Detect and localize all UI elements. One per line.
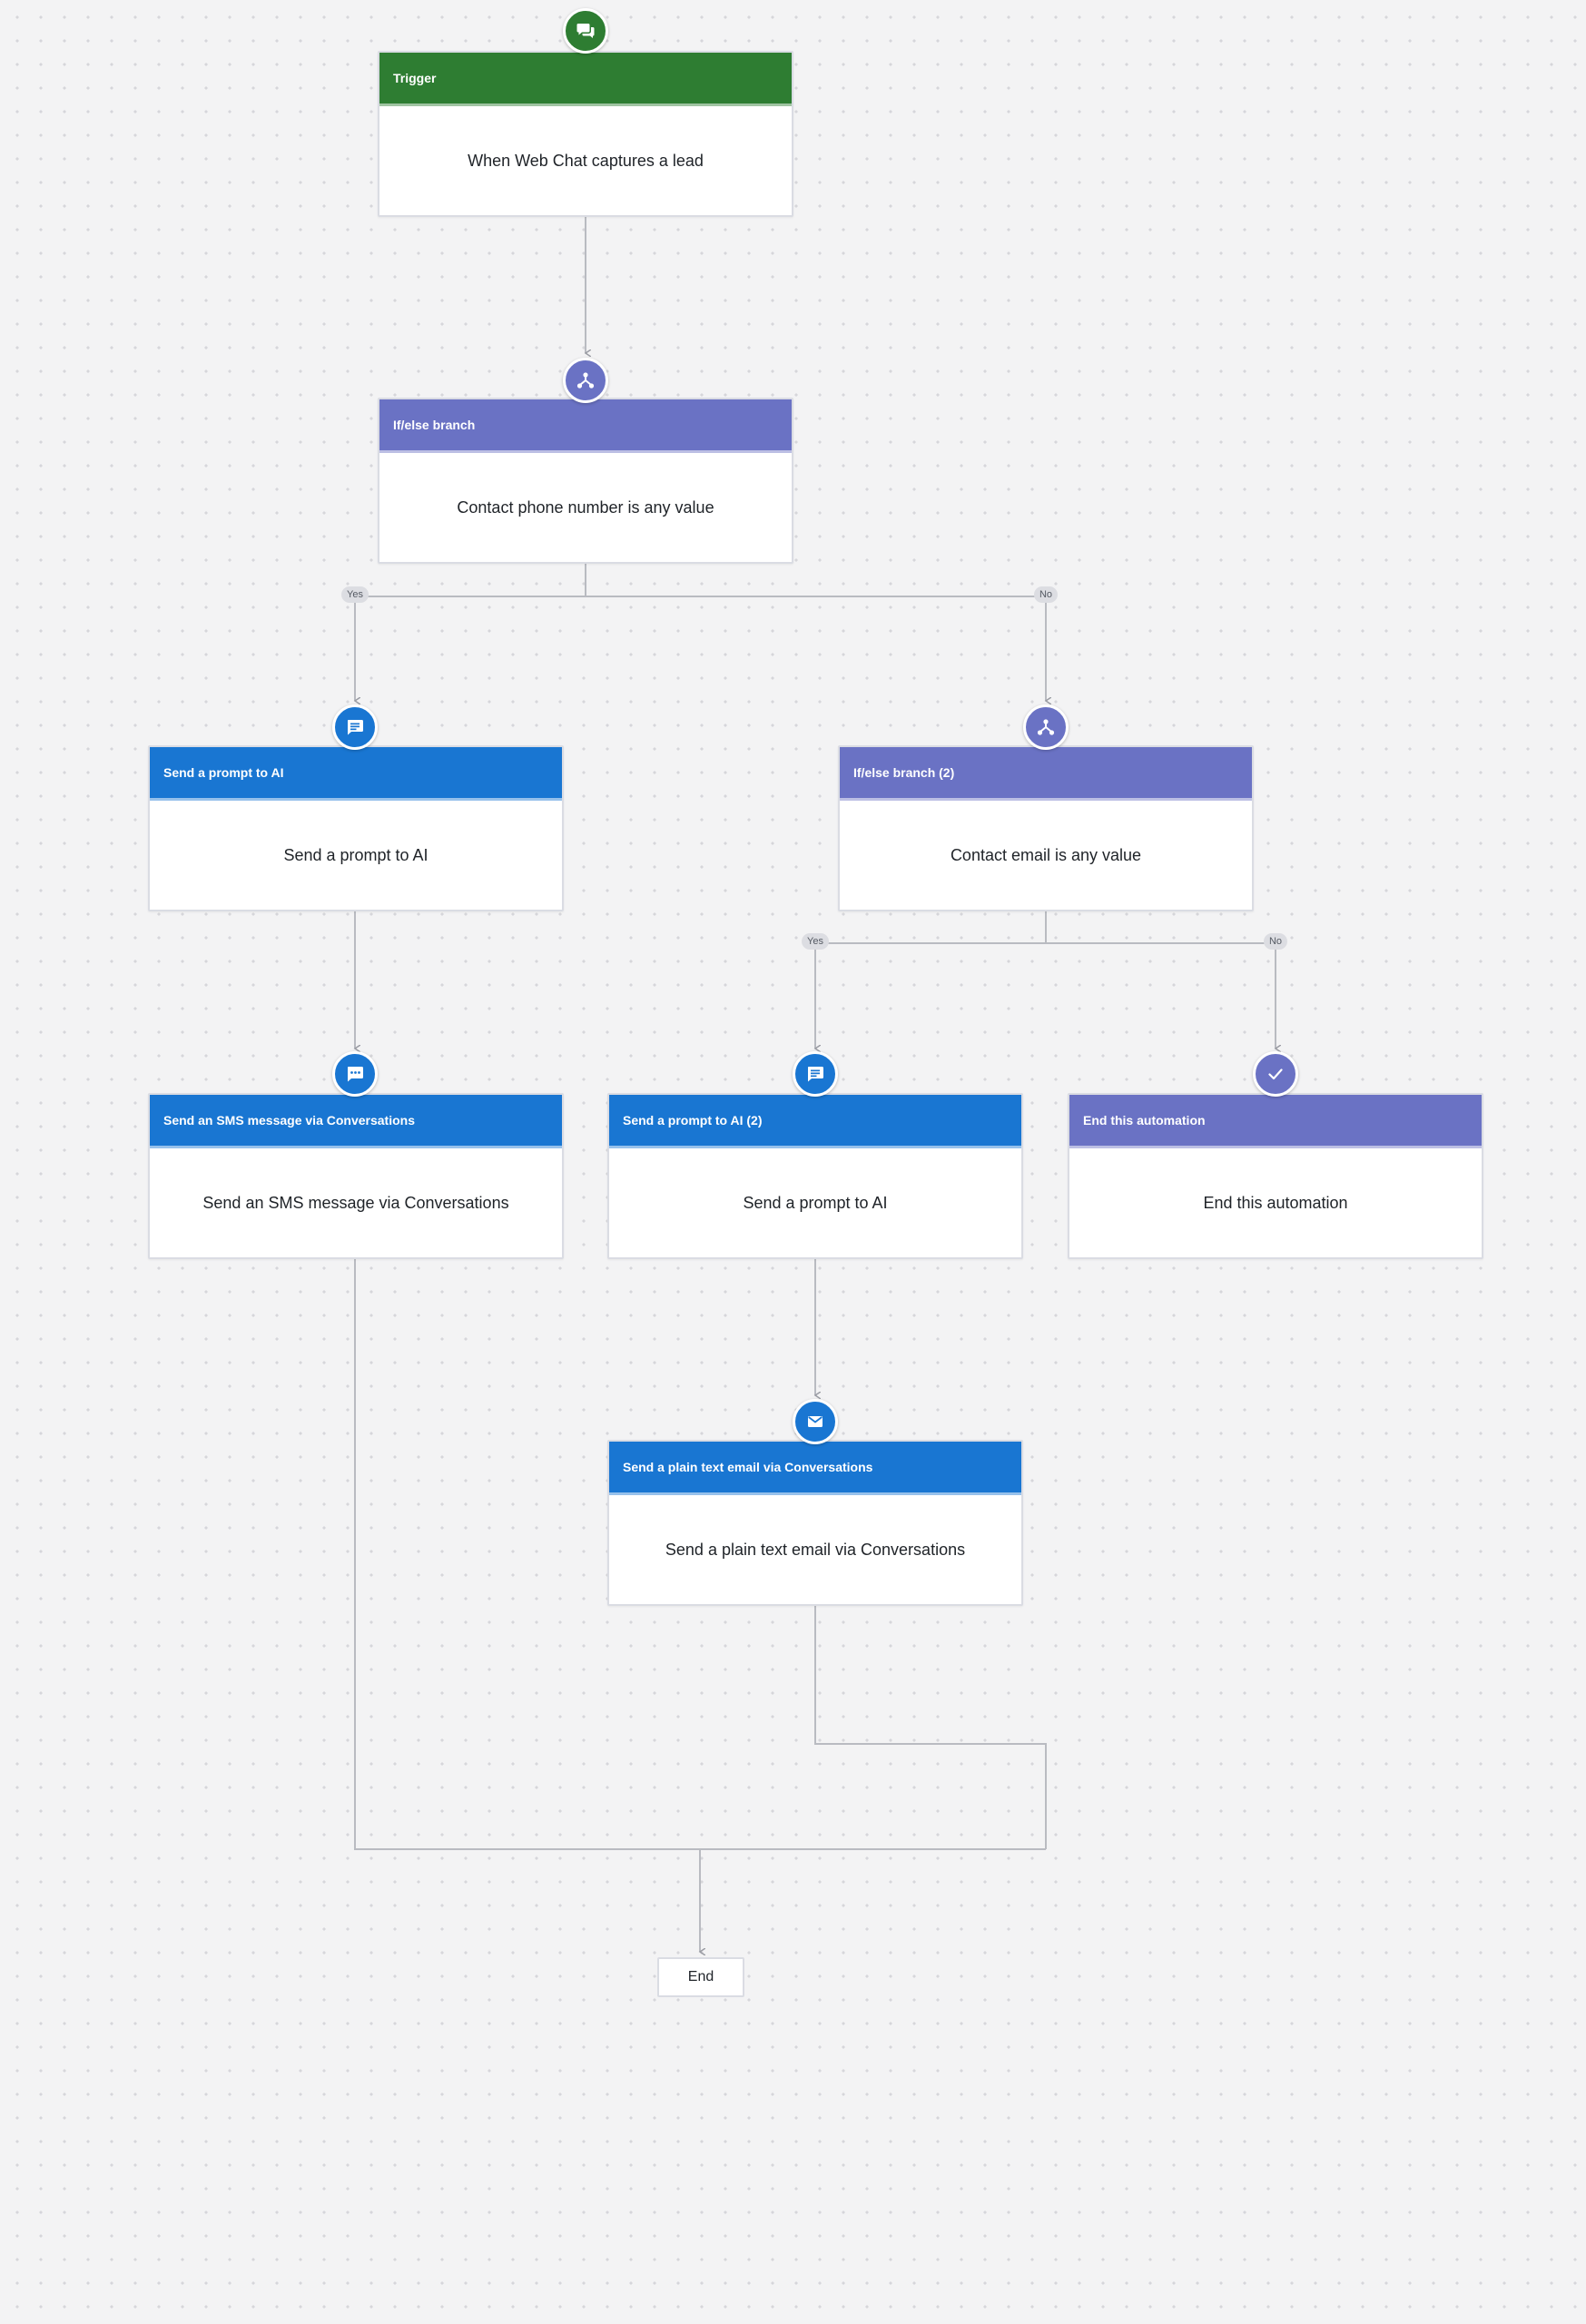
send-prompt-2-node[interactable]: Send a prompt to AI (2) Send a prompt to… bbox=[607, 1093, 1023, 1259]
envelope-icon bbox=[793, 1399, 838, 1444]
branch1-node[interactable]: If/else branch Contact phone number is a… bbox=[378, 398, 793, 564]
branch1-no-label: No bbox=[1033, 586, 1059, 603]
node-header: Trigger bbox=[379, 53, 792, 106]
send-sms-node[interactable]: Send an SMS message via Conversations Se… bbox=[148, 1093, 564, 1259]
sms-icon bbox=[332, 1051, 378, 1097]
node-body: Send an SMS message via Conversations bbox=[202, 1193, 509, 1212]
branch-icon bbox=[563, 358, 608, 403]
node-body: Contact phone number is any value bbox=[457, 497, 714, 517]
node-body: When Web Chat captures a lead bbox=[468, 151, 704, 170]
branch2-node[interactable]: If/else branch (2) Contact email is any … bbox=[838, 745, 1254, 911]
message-icon bbox=[793, 1051, 838, 1097]
send-email-node[interactable]: Send a plain text email via Conversation… bbox=[607, 1440, 1023, 1606]
branch1-yes-label: Yes bbox=[341, 586, 369, 603]
node-header: End this automation bbox=[1069, 1095, 1482, 1148]
node-body: Send a plain text email via Conversation… bbox=[665, 1540, 966, 1559]
node-body: Send a prompt to AI bbox=[283, 845, 429, 864]
message-icon bbox=[332, 704, 378, 750]
node-body: End this automation bbox=[1203, 1193, 1348, 1212]
node-header: Send a plain text email via Conversation… bbox=[609, 1442, 1021, 1495]
node-header: If/else branch (2) bbox=[840, 747, 1252, 801]
chat-bubbles-icon bbox=[563, 8, 608, 54]
connector-email-to-merge bbox=[814, 1606, 1047, 1849]
node-body: Contact email is any value bbox=[950, 845, 1142, 864]
trigger-node[interactable]: Trigger When Web Chat captures a lead bbox=[378, 51, 793, 217]
node-body: Send a prompt to AI bbox=[743, 1193, 888, 1212]
node-header: Send a prompt to AI bbox=[150, 747, 562, 801]
branch-icon bbox=[1023, 704, 1069, 750]
branch2-yes-label: Yes bbox=[802, 933, 829, 950]
node-header: If/else branch bbox=[379, 399, 792, 453]
send-prompt-node[interactable]: Send a prompt to AI Send a prompt to AI bbox=[148, 745, 564, 911]
checkmark-icon bbox=[1253, 1051, 1298, 1097]
end-automation-node[interactable]: End this automation End this automation bbox=[1068, 1093, 1483, 1259]
node-header: Send a prompt to AI (2) bbox=[609, 1095, 1021, 1148]
end-node[interactable]: End bbox=[657, 1957, 744, 1997]
node-header: Send an SMS message via Conversations bbox=[150, 1095, 562, 1148]
branch2-no-label: No bbox=[1263, 933, 1288, 950]
